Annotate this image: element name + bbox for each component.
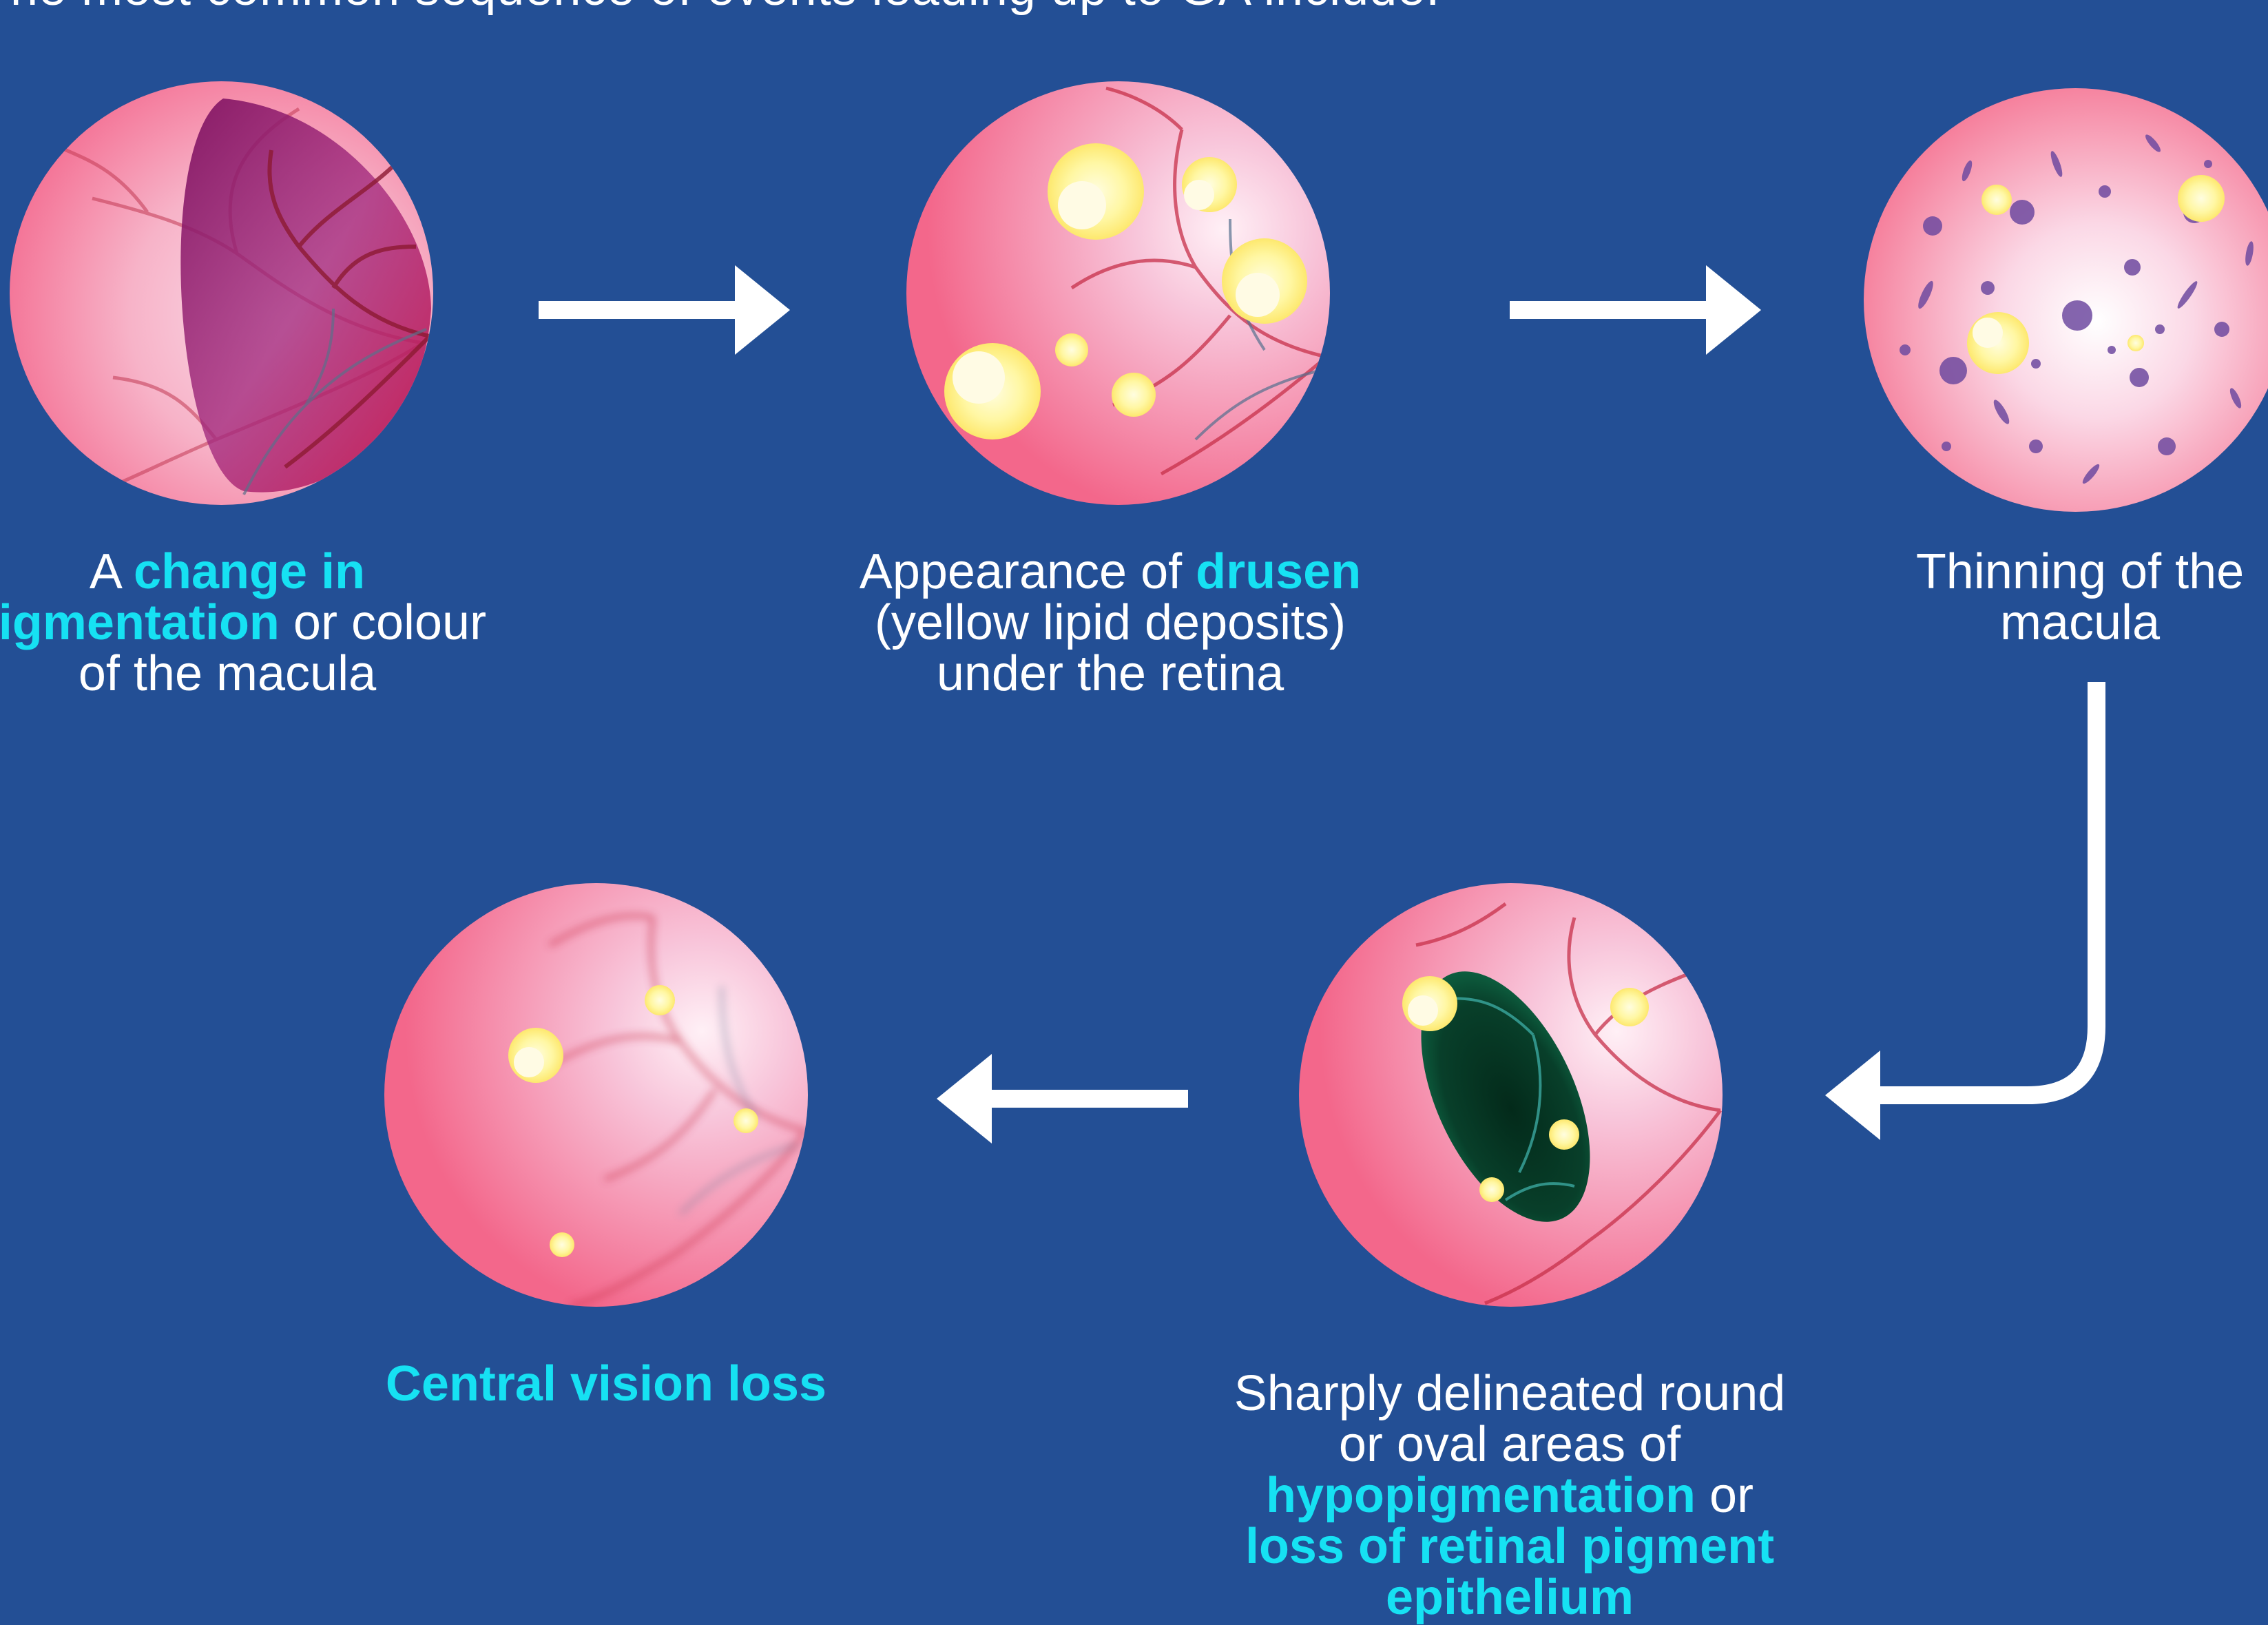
retina-thinning-icon xyxy=(1864,88,2268,512)
arrow-left-icon xyxy=(937,1054,1188,1143)
intro-heading: The most common sequence of events leadi… xyxy=(0,0,2268,17)
step-5-caption: Central vision loss xyxy=(386,1358,826,1409)
step-2-caption: Appearance of drusen (yellow lipid depos… xyxy=(860,546,1361,699)
arrow-right-icon xyxy=(1510,265,1761,355)
step-3-caption: Thinning of the macula xyxy=(1916,546,2244,648)
arrow-down-left-icon xyxy=(1804,682,2108,1150)
retina-pigment-change-icon xyxy=(10,81,433,505)
retina-hypopigmentation-icon xyxy=(1299,883,1723,1307)
step-1-caption: A change in pigmentation or colour of th… xyxy=(0,546,486,699)
retina-drusen-icon xyxy=(906,81,1330,505)
retina-vision-loss-icon xyxy=(384,883,808,1307)
arrow-right-icon xyxy=(539,265,790,355)
step-4-caption: Sharply delineated round or oval areas o… xyxy=(1234,1368,1786,1623)
